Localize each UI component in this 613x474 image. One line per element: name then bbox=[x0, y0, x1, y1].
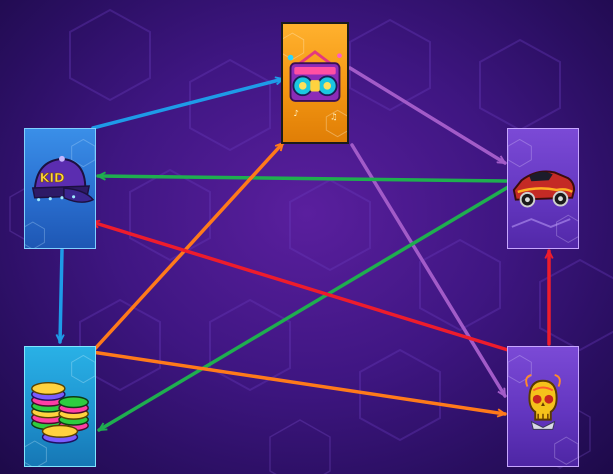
boombox-icon: ♪ ♫ bbox=[283, 32, 347, 138]
svg-text:♪: ♪ bbox=[293, 108, 298, 118]
car-icon bbox=[508, 138, 578, 244]
arrow-chips-to-boombox bbox=[90, 141, 285, 354]
arrow-cap-to-chips bbox=[60, 248, 62, 344]
arrow-cap-to-boombox bbox=[91, 79, 283, 130]
cap-icon: KID bbox=[25, 138, 95, 248]
arrow-boombox-to-skull bbox=[350, 143, 507, 396]
poker-chips-icon bbox=[25, 354, 95, 466]
card-cap[interactable]: KID bbox=[24, 128, 96, 249]
skull-icon bbox=[508, 354, 578, 465]
arrow-boombox-to-car bbox=[348, 66, 505, 165]
arrow-skull-to-cap bbox=[92, 222, 510, 352]
card-chips[interactable] bbox=[24, 346, 96, 467]
arrow-chips-to-skull bbox=[90, 350, 507, 414]
svg-text:♫: ♫ bbox=[330, 112, 338, 122]
arrow-car-to-cap bbox=[96, 176, 508, 183]
arrow-car-to-chips bbox=[99, 184, 512, 432]
card-skull[interactable] bbox=[507, 346, 579, 467]
card-car[interactable] bbox=[507, 128, 579, 249]
card-boombox[interactable]: ♪ ♫ bbox=[281, 22, 349, 144]
svg-text:KID: KID bbox=[40, 170, 65, 185]
